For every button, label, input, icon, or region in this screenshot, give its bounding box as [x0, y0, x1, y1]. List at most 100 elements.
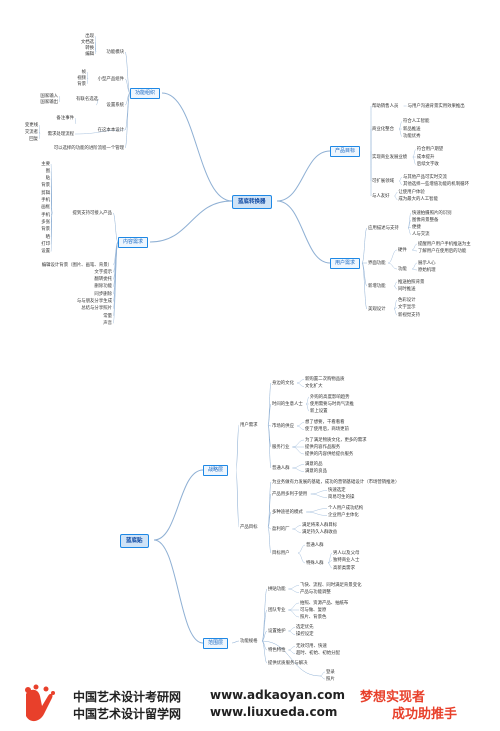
connector-line	[288, 609, 300, 618]
connector-line	[149, 200, 233, 243]
connector-line	[407, 227, 412, 235]
branch-label: 界面功能	[368, 261, 386, 266]
connector-line	[394, 192, 398, 197]
branch-label: 产品用多利于使用	[272, 491, 308, 497]
connector-line	[398, 177, 403, 182]
connector-line	[327, 552, 333, 564]
leaf-item: 手机	[41, 198, 50, 203]
connector-line	[398, 128, 403, 137]
branch-label: 实现商业发展业绩	[372, 154, 408, 160]
connector-line	[288, 646, 296, 651]
hub-function-org[interactable]: 功能组织	[130, 88, 161, 99]
leaf-item: 企业用户主体化	[328, 513, 359, 518]
leaf-item: 推送拍照背景	[398, 279, 425, 285]
leaf-item: 选定优先	[296, 625, 314, 630]
connector-line	[288, 649, 296, 654]
branch-label: 需求处理流程	[47, 131, 74, 137]
connector-line	[411, 249, 418, 252]
connector-line	[267, 526, 272, 530]
leaf-item: 视频	[77, 75, 86, 81]
connector-line	[292, 464, 305, 469]
leaf-item: 想了想要，干看看看	[305, 420, 345, 425]
leaf-item: 主要	[41, 161, 50, 167]
leaf-item: 新品推送	[403, 126, 421, 132]
connector-line	[124, 51, 131, 94]
connector-line	[306, 508, 328, 513]
branch-label: 时间的生意人士	[272, 401, 303, 407]
branch-label: 小型产品组件	[97, 76, 124, 82]
leaf-item: 原始机理	[418, 267, 436, 273]
leaf-item: 便捷	[412, 224, 421, 230]
leaf-item: 帧	[81, 69, 86, 75]
leaf-item: 普通人群	[306, 543, 324, 548]
connector-line	[327, 562, 333, 569]
connector-line	[112, 241, 119, 324]
connector-line	[235, 424, 240, 471]
leaf-item: 新视觉支持	[398, 312, 420, 318]
branch-label: 市场的供应	[272, 423, 294, 429]
branch-label: 可以选择的功能的进阶流程一个管理	[53, 145, 124, 151]
connector-line	[153, 539, 204, 644]
connector-line	[296, 382, 305, 387]
leaf-item: 可与做、复原	[300, 607, 327, 613]
leaf-item: 与与朋友分享生成	[76, 299, 112, 304]
connector-line	[124, 92, 131, 149]
hub-product-goal[interactable]: 产品目标	[330, 146, 361, 157]
branch-label: 盈利的厂	[272, 526, 290, 532]
connector-line	[296, 379, 305, 384]
hub-content-req[interactable]: 内容需求	[118, 237, 149, 248]
connector-line	[288, 585, 300, 590]
connector-line	[261, 609, 268, 642]
leaf-item: 常量	[103, 313, 112, 319]
leaf-item: 晒	[45, 234, 50, 240]
connector-line	[310, 493, 328, 498]
site-url-1[interactable]: www.adkaoyan.com	[210, 688, 345, 702]
leaf-item: 文化扩大	[305, 384, 323, 389]
branch-label: 多种途径的模式	[272, 509, 303, 515]
leaf-item: 使了使用后，商场更前	[305, 427, 349, 432]
branch-label: 有联名选选	[76, 96, 98, 102]
site-name-2: 中国艺术设计留学网	[73, 707, 182, 721]
connector-line	[94, 51, 97, 55]
leaf-item: 剪辑	[41, 190, 50, 196]
branch-label: 新增功能	[368, 284, 386, 289]
connector-line	[393, 299, 398, 310]
connector-line	[361, 262, 368, 310]
branch-label: 商业化整合	[372, 126, 394, 132]
connector-line	[292, 467, 305, 472]
branch-label: 服务行业	[272, 444, 290, 450]
central-topic-2[interactable]: 蓝底贴	[120, 534, 149, 548]
connector-line	[58, 95, 61, 100]
connector-line	[412, 156, 416, 165]
hub-user-req[interactable]: 用户需求	[330, 258, 361, 269]
leaf-item: 满足持久人群收益	[302, 530, 338, 535]
leaf-item: 提供内容作品服务	[305, 444, 341, 450]
leaf-item: 删除功能	[94, 284, 112, 290]
leaf-item: 交流者	[24, 129, 38, 135]
connector-line	[411, 243, 418, 251]
branch-label: 功能模块	[106, 49, 124, 55]
branch-label: 设置系统	[106, 102, 124, 108]
branch-label: 特色特性	[268, 647, 286, 653]
leaf-item: 打印	[41, 241, 50, 247]
connector-line	[95, 98, 100, 106]
leaf-item: 后续文字收	[416, 162, 439, 167]
leaf-item: 总结与分享照片	[81, 306, 112, 312]
connector-lines	[38, 35, 418, 680]
connector-line	[124, 92, 131, 106]
hub-strategy[interactable]: 战略层	[203, 465, 229, 476]
branch-label: 美观设计	[368, 307, 386, 312]
connector-line	[86, 78, 89, 85]
branch-label: 硬件	[398, 248, 407, 253]
slogan-1: 梦想实现者	[360, 690, 426, 705]
site-url-2[interactable]: www.liuxueda.com	[210, 705, 338, 719]
leaf-item: 变更线	[24, 122, 38, 128]
leaf-item: 无效可用、快速	[296, 644, 327, 649]
connector-line	[306, 396, 310, 405]
connector-line	[267, 424, 272, 469]
connector-line	[38, 133, 41, 140]
central-topic-1[interactable]: 蓝底转换器	[232, 195, 272, 209]
leaf-item: 多张	[41, 219, 50, 225]
hub-scope[interactable]: 范围层	[203, 638, 229, 649]
connector-line	[58, 98, 61, 103]
